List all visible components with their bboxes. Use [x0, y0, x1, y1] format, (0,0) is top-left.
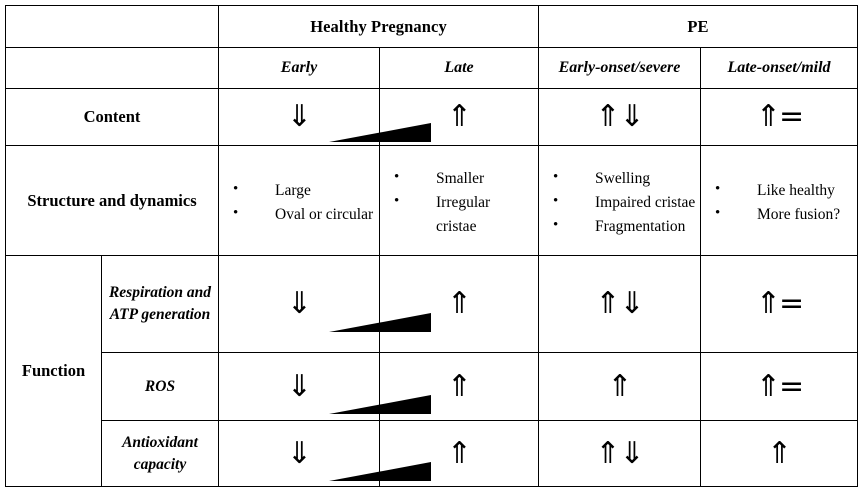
header-group-healthy-pregnancy: Healthy Pregnancy [218, 5, 539, 48]
cell-structure-late-onset: Like healthy More fusion? [699, 145, 859, 256]
arrow-glyph: ⇓ [286, 435, 312, 471]
cell-structure-early-onset: Swelling Impaired cristae Fragmentation [538, 145, 701, 256]
header-sub-early-onset-severe: Early-onset/severe [538, 47, 701, 89]
arrow-glyph: ⇑= [755, 368, 804, 404]
cell-structure-late: Smaller Irregular cristae [379, 145, 539, 256]
table-row-ros: ROS ⇓ ⇑ ⇑ ⇑= [6, 352, 859, 421]
arrow-glyph: ⇑ [607, 368, 632, 404]
cell-respiration-late-onset: ⇑= [699, 255, 859, 353]
arrow-glyph: ⇑ [446, 435, 472, 471]
cell-structure-early: Large Oval or circular [218, 145, 380, 256]
list-item: Large [231, 178, 375, 203]
sub-row-label-respiration-and-atp-generation: Respiration and ATP generation [101, 255, 219, 353]
cell-content-early: ⇓ [218, 88, 431, 146]
cell-ros-late: ⇑ [379, 352, 539, 421]
header-subcorner-blank [5, 47, 219, 89]
list-item: Like healthy [713, 178, 853, 203]
sub-row-label-antioxidant-capacity: Antioxidant capacity [101, 420, 219, 487]
arrow-glyph: ⇑ [446, 286, 472, 321]
cell-content-early-onset: ⇑⇓ [538, 88, 701, 146]
arrow-glyph: ⇑⇓ [595, 286, 644, 321]
list-item: More fusion? [713, 202, 853, 227]
bullet-list: Swelling Impaired cristae Fragmentation [539, 158, 700, 243]
table-row-antioxidant-capacity: Antioxidant capacity ⇓ ⇑ ⇑⇓ ⇑ [6, 420, 859, 487]
bullet-list: Smaller Irregular cristae [380, 158, 538, 243]
header-corner-blank [5, 5, 219, 48]
arrow-glyph: ⇑= [755, 286, 804, 321]
table-row-structure-and-dynamics: Structure and dynamics Large Oval or cir… [5, 145, 859, 256]
header-group-pe: PE [537, 5, 859, 48]
sub-row-label-ros: ROS [101, 352, 219, 421]
comparison-table-container: Healthy Pregnancy PE Early Late Early-on… [5, 5, 859, 487]
arrow-glyph: ⇓ [286, 286, 312, 321]
list-item: Irregular cristae [392, 190, 534, 239]
arrow-glyph: ⇑⇓ [595, 435, 644, 471]
table-row-respiration-and-atp-generation: Function Respiration and ATP generation … [5, 255, 859, 487]
cell-ros-early-onset: ⇑ [538, 352, 701, 421]
cell-antioxidant-late: ⇑ [379, 420, 539, 487]
cell-respiration-early-onset: ⇑⇓ [538, 255, 701, 353]
header-sub-late: Late [379, 47, 539, 89]
cell-ros-early: ⇓ [218, 352, 431, 421]
cell-content-late: ⇑ [379, 88, 539, 146]
cell-antioxidant-early: ⇓ [218, 420, 431, 487]
bullet-list: Like healthy More fusion? [701, 170, 857, 231]
cell-ros-late-onset: ⇑= [699, 352, 859, 421]
list-item: Fragmentation [551, 214, 696, 239]
bullet-list: Large Oval or circular [219, 170, 379, 231]
arrow-glyph: ⇓ [286, 99, 312, 134]
header-row-groups: Healthy Pregnancy PE [5, 5, 859, 48]
header-sub-early: Early [218, 47, 380, 89]
arrow-glyph: ⇓ [286, 368, 312, 404]
list-item: Impaired cristae [551, 190, 696, 215]
row-label-structure-and-dynamics: Structure and dynamics [5, 145, 219, 256]
arrow-glyph: ⇑⇓ [595, 99, 644, 134]
mitochondria-comparison-table: Healthy Pregnancy PE Early Late Early-on… [5, 5, 859, 487]
cell-antioxidant-late-onset: ⇑ [699, 420, 859, 487]
arrow-glyph: ⇑= [755, 99, 804, 134]
cell-respiration-late: ⇑ [379, 255, 539, 353]
header-sub-late-onset-mild: Late-onset/mild [699, 47, 859, 89]
cell-respiration-early: ⇓ [218, 255, 431, 353]
list-item: Smaller [392, 166, 534, 191]
cell-antioxidant-early-onset: ⇑⇓ [538, 420, 701, 487]
header-row-subgroups: Early Late Early-onset/severe Late-onset… [5, 47, 859, 89]
cell-content-late-onset: ⇑= [699, 88, 859, 146]
row-label-function: Function [5, 255, 102, 487]
row-label-content: Content [5, 88, 219, 146]
arrow-glyph: ⇑ [766, 435, 792, 471]
arrow-glyph: ⇑ [446, 368, 472, 404]
table-row-content: Content ⇓ ⇑ ⇑⇓ ⇑= [5, 88, 859, 146]
arrow-glyph: ⇑ [446, 99, 472, 134]
list-item: Swelling [551, 166, 696, 191]
list-item: Oval or circular [231, 202, 375, 227]
